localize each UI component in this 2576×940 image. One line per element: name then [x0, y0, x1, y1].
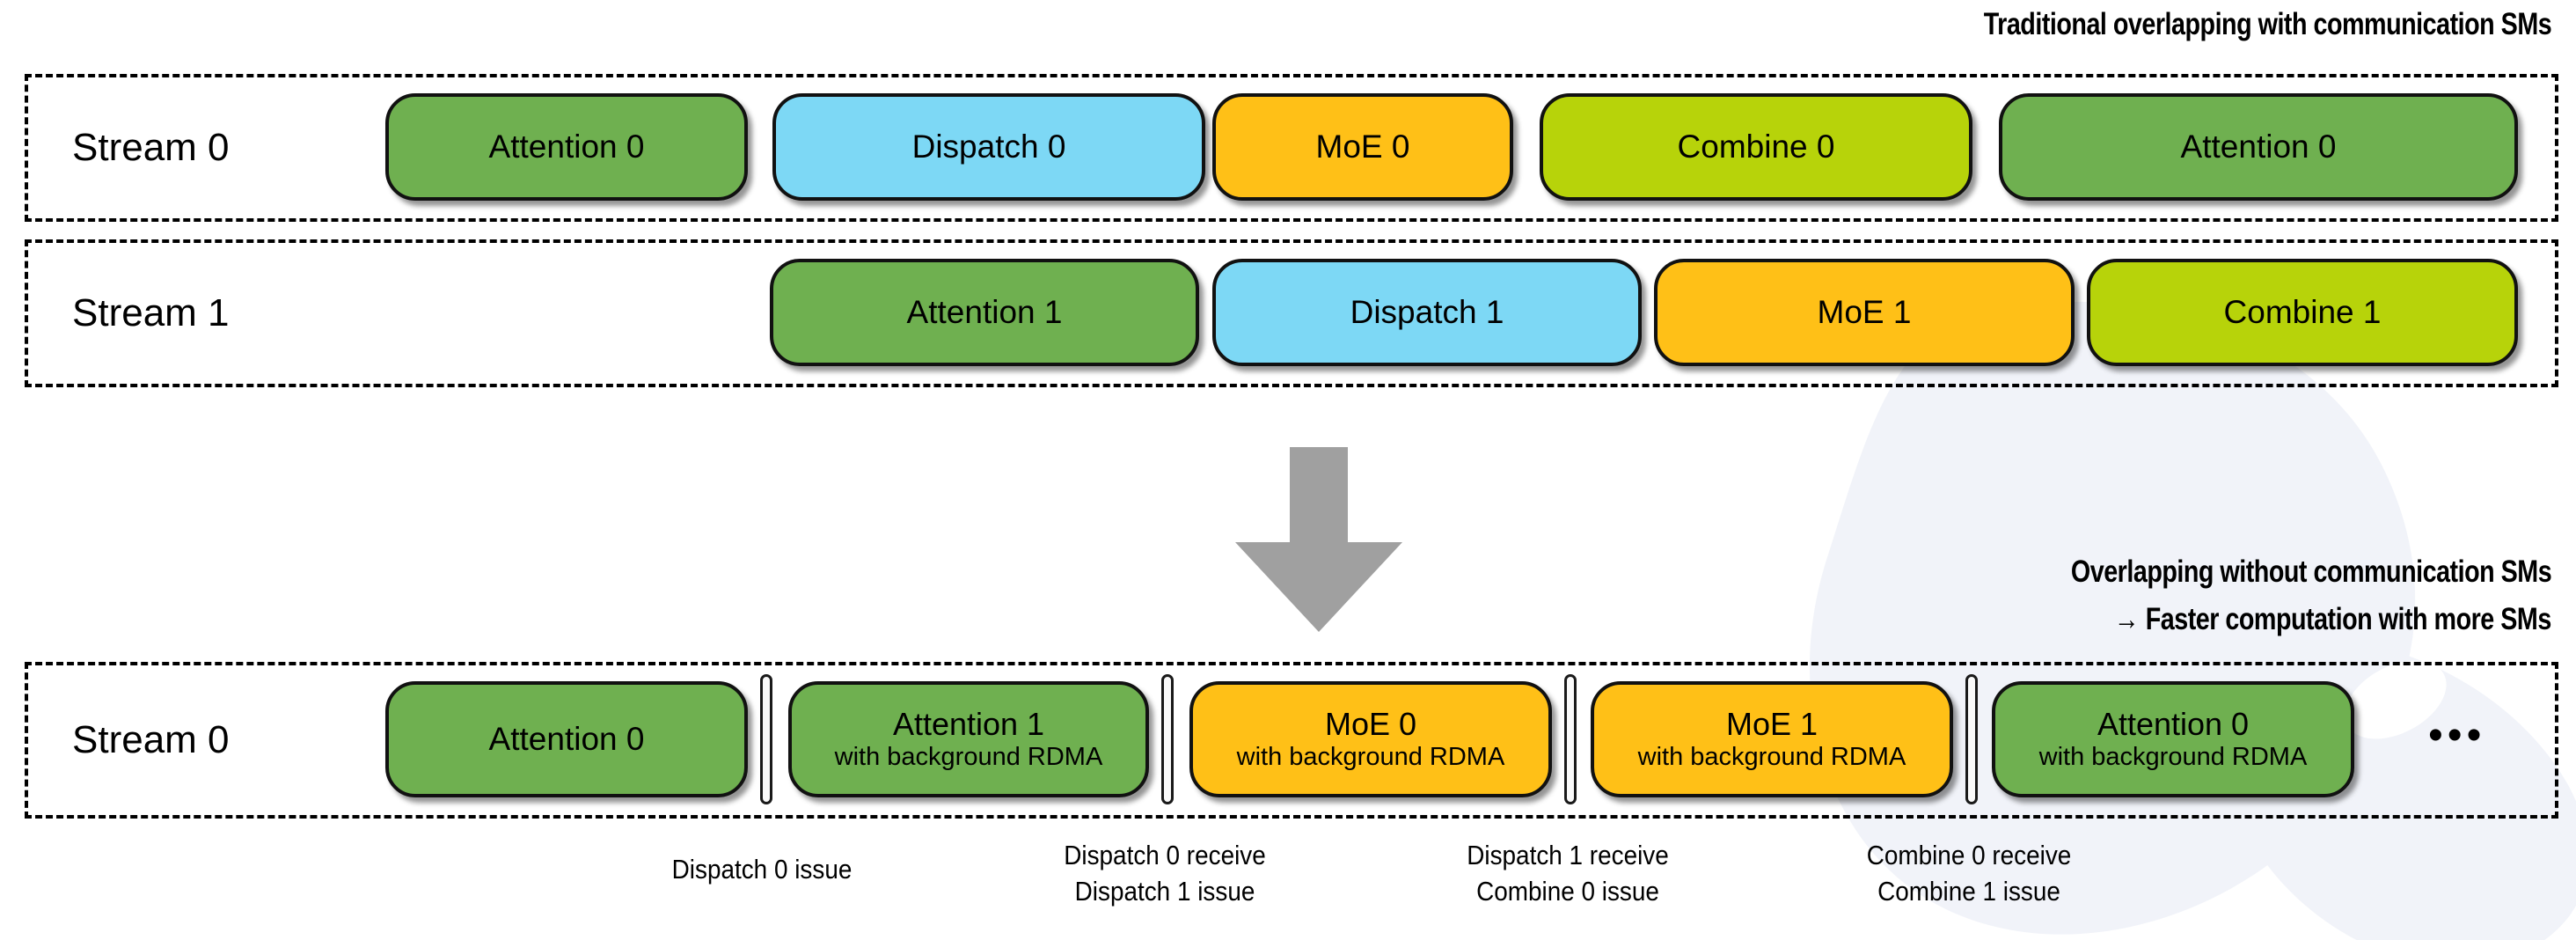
heading-overlapping-line2: → Faster computation with more SMs — [2114, 602, 2551, 636]
task-box-attention-0b-s0[interactable]: Attention 0 — [1999, 93, 2518, 201]
stream-label-fused: Stream 0 — [72, 718, 230, 761]
task-box-subtitle: with background RDMA — [1236, 742, 1505, 771]
caption-line-2: Combine 0 issue — [1476, 875, 1659, 907]
caption-dispatch-0-issue: Dispatch 0 issue — [672, 852, 853, 888]
task-box-title: Dispatch 0 — [911, 129, 1066, 165]
task-box-moe-1-fused[interactable]: MoE 1 with background RDMA — [1591, 681, 1953, 797]
task-box-combine-0-s0[interactable]: Combine 0 — [1540, 93, 1972, 201]
task-box-subtitle: with background RDMA — [834, 742, 1103, 771]
caption-line-1: Combine 0 receive — [1866, 840, 2072, 870]
task-box-attention-0b-fused[interactable]: Attention 0 with background RDMA — [1992, 681, 2354, 797]
task-box-moe-1-s1[interactable]: MoE 1 — [1654, 259, 2075, 366]
caption-line-2: Dispatch 1 issue — [1074, 875, 1255, 907]
task-box-title: MoE 0 — [1315, 129, 1410, 165]
task-box-combine-1-s1[interactable]: Combine 1 — [2087, 259, 2518, 366]
caption-dispatch-1-receive: Dispatch 1 receive Combine 0 issue — [1467, 838, 1669, 910]
task-box-attention-0-fused[interactable]: Attention 0 — [385, 681, 748, 797]
down-arrow-icon — [1235, 447, 1402, 632]
task-box-title: MoE 0 — [1324, 705, 1417, 742]
task-box-title: Dispatch 1 — [1350, 294, 1504, 331]
task-box-title: MoE 1 — [1817, 294, 1912, 331]
caption-line-2: Combine 1 issue — [1877, 875, 2060, 907]
heading-overlapping-line1: Overlapping without communication SMs — [2070, 554, 2552, 589]
task-box-subtitle: with background RDMA — [1637, 742, 1906, 771]
task-box-title: MoE 1 — [1725, 705, 1819, 742]
heading-traditional: Traditional overlapping with communicati… — [1983, 7, 2551, 41]
stream-row-1 — [25, 239, 2558, 387]
task-box-subtitle: with background RDMA — [2038, 742, 2308, 771]
task-box-title: Attention 0 — [488, 129, 645, 165]
task-box-attention-1-s1[interactable]: Attention 1 — [770, 259, 1199, 366]
stream-separator-3 — [1564, 674, 1577, 804]
task-box-title: Attention 0 — [488, 721, 645, 758]
caption-line-1: Dispatch 0 receive — [1064, 840, 1266, 870]
task-box-moe-0-fused[interactable]: MoE 0 with background RDMA — [1189, 681, 1552, 797]
stream-separator-4 — [1965, 674, 1978, 804]
task-box-dispatch-0-s0[interactable]: Dispatch 0 — [772, 93, 1205, 201]
stream-separator-2 — [1161, 674, 1174, 804]
caption-combine-0-receive: Combine 0 receive Combine 1 issue — [1867, 838, 2072, 910]
task-box-attention-0-s0[interactable]: Attention 0 — [385, 93, 748, 201]
task-box-title: Combine 0 — [1677, 129, 1835, 165]
task-box-title: Attention 0 — [2180, 129, 2337, 165]
task-box-attention-1-fused[interactable]: Attention 1 with background RDMA — [788, 681, 1149, 797]
stream-separator-1 — [760, 674, 772, 804]
caption-line-1: Dispatch 0 issue — [671, 854, 853, 885]
caption-line-1: Dispatch 1 receive — [1467, 840, 1669, 870]
stream-label-1: Stream 1 — [72, 291, 230, 334]
caption-dispatch-0-receive: Dispatch 0 receive Dispatch 1 issue — [1064, 838, 1266, 910]
stream-label-0: Stream 0 — [72, 126, 230, 169]
stream-row-0 — [25, 74, 2558, 222]
task-box-title: Combine 1 — [2223, 294, 2382, 331]
task-box-title: Attention 0 — [2097, 705, 2250, 742]
task-box-title: Attention 1 — [906, 294, 1063, 331]
task-box-moe-0-s0[interactable]: MoE 0 — [1212, 93, 1513, 201]
task-box-title: Attention 1 — [892, 705, 1045, 742]
task-box-dispatch-1-s1[interactable]: Dispatch 1 — [1212, 259, 1642, 366]
ellipsis-indicator: ••• — [2428, 712, 2486, 759]
